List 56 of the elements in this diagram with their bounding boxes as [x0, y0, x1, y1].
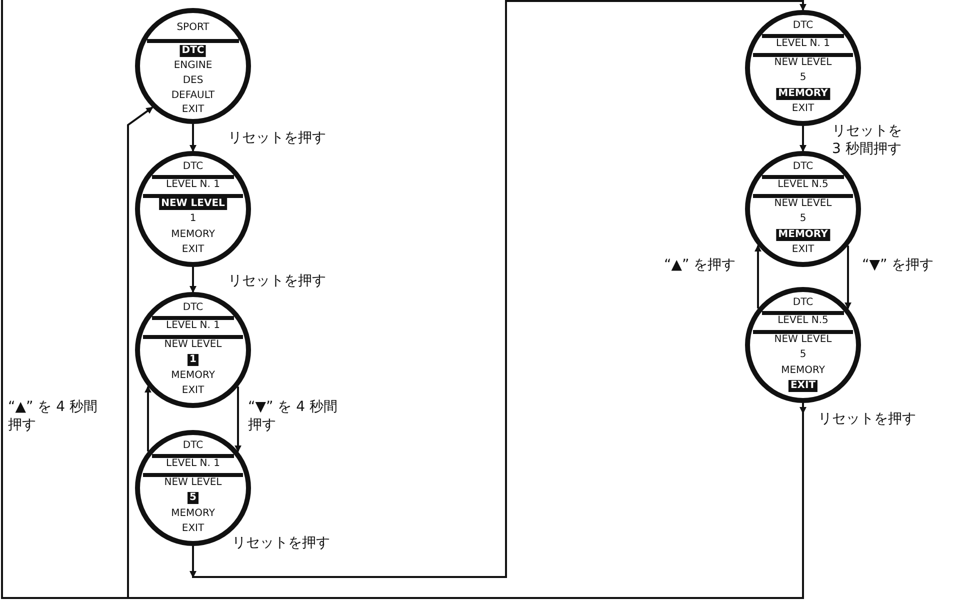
display-text: DTC: [792, 20, 814, 32]
display-text: LEVEL N.5: [776, 179, 830, 191]
highlighted-text: 1: [188, 354, 198, 366]
display-text: EXIT: [790, 103, 816, 115]
display-text: LEVEL N. 1: [775, 38, 831, 50]
arrow: [190, 124, 196, 152]
display-text: DTC: [182, 302, 204, 314]
display-text: DEFAULT: [170, 90, 216, 102]
highlighted-text: 5: [188, 492, 198, 504]
display-text: DTC: [792, 297, 814, 309]
arrow: [190, 0, 806, 578]
display-text: EXIT: [790, 244, 816, 256]
arrow: [127, 106, 806, 599]
display-text: NEW LEVEL: [163, 477, 223, 489]
highlighted-text: MEMORY: [776, 229, 830, 241]
display-text: MEMORY: [780, 365, 826, 377]
display-text: NEW LEVEL: [773, 198, 833, 210]
edge-label: “▲” を押す: [664, 256, 736, 274]
display-text: DTC: [182, 440, 204, 452]
display-text: LEVEL N. 1: [165, 320, 221, 332]
display-text: EXIT: [180, 385, 206, 397]
arrow: [754, 244, 762, 308]
arrow: [800, 126, 806, 152]
display-text: LEVEL N.5: [776, 315, 830, 327]
display-text: EXIT: [180, 523, 206, 535]
display-text: DTC: [792, 161, 814, 173]
display-text: DTC: [182, 161, 204, 173]
arrow: [234, 386, 242, 452]
display-text: LEVEL N. 1: [165, 458, 221, 470]
display-text: 1: [188, 213, 198, 225]
display-text: NEW LEVEL: [163, 339, 223, 351]
display-text: NEW LEVEL: [773, 334, 833, 346]
display-text: NEW LEVEL: [773, 57, 833, 69]
display-text: DES: [182, 75, 204, 87]
display-text: LEVEL N. 1: [165, 179, 221, 191]
display-text: 5: [798, 349, 808, 361]
highlighted-text: MEMORY: [776, 88, 830, 100]
highlighted-text: NEW LEVEL: [159, 198, 227, 210]
display-text: EXIT: [180, 104, 206, 116]
highlighted-text: EXIT: [788, 380, 818, 392]
edge-label: リセットを押す: [818, 410, 916, 428]
display-text: MEMORY: [170, 370, 216, 382]
display-text: EXIT: [180, 244, 206, 256]
arrow: [144, 386, 152, 452]
display-text: 5: [798, 72, 808, 84]
edge-label: リセットを押す: [228, 272, 326, 290]
display-text: MEMORY: [170, 229, 216, 241]
display-text: 5: [798, 213, 808, 225]
highlighted-text: DTC: [180, 45, 206, 57]
arrow: [190, 267, 196, 293]
display-text: SPORT: [176, 22, 210, 34]
display-text: ENGINE: [172, 60, 214, 72]
edge-label: “▼” を押す: [862, 256, 934, 274]
edge-label: リセットを押す: [228, 129, 326, 147]
arrow: [844, 246, 852, 310]
display-text: MEMORY: [170, 508, 216, 520]
